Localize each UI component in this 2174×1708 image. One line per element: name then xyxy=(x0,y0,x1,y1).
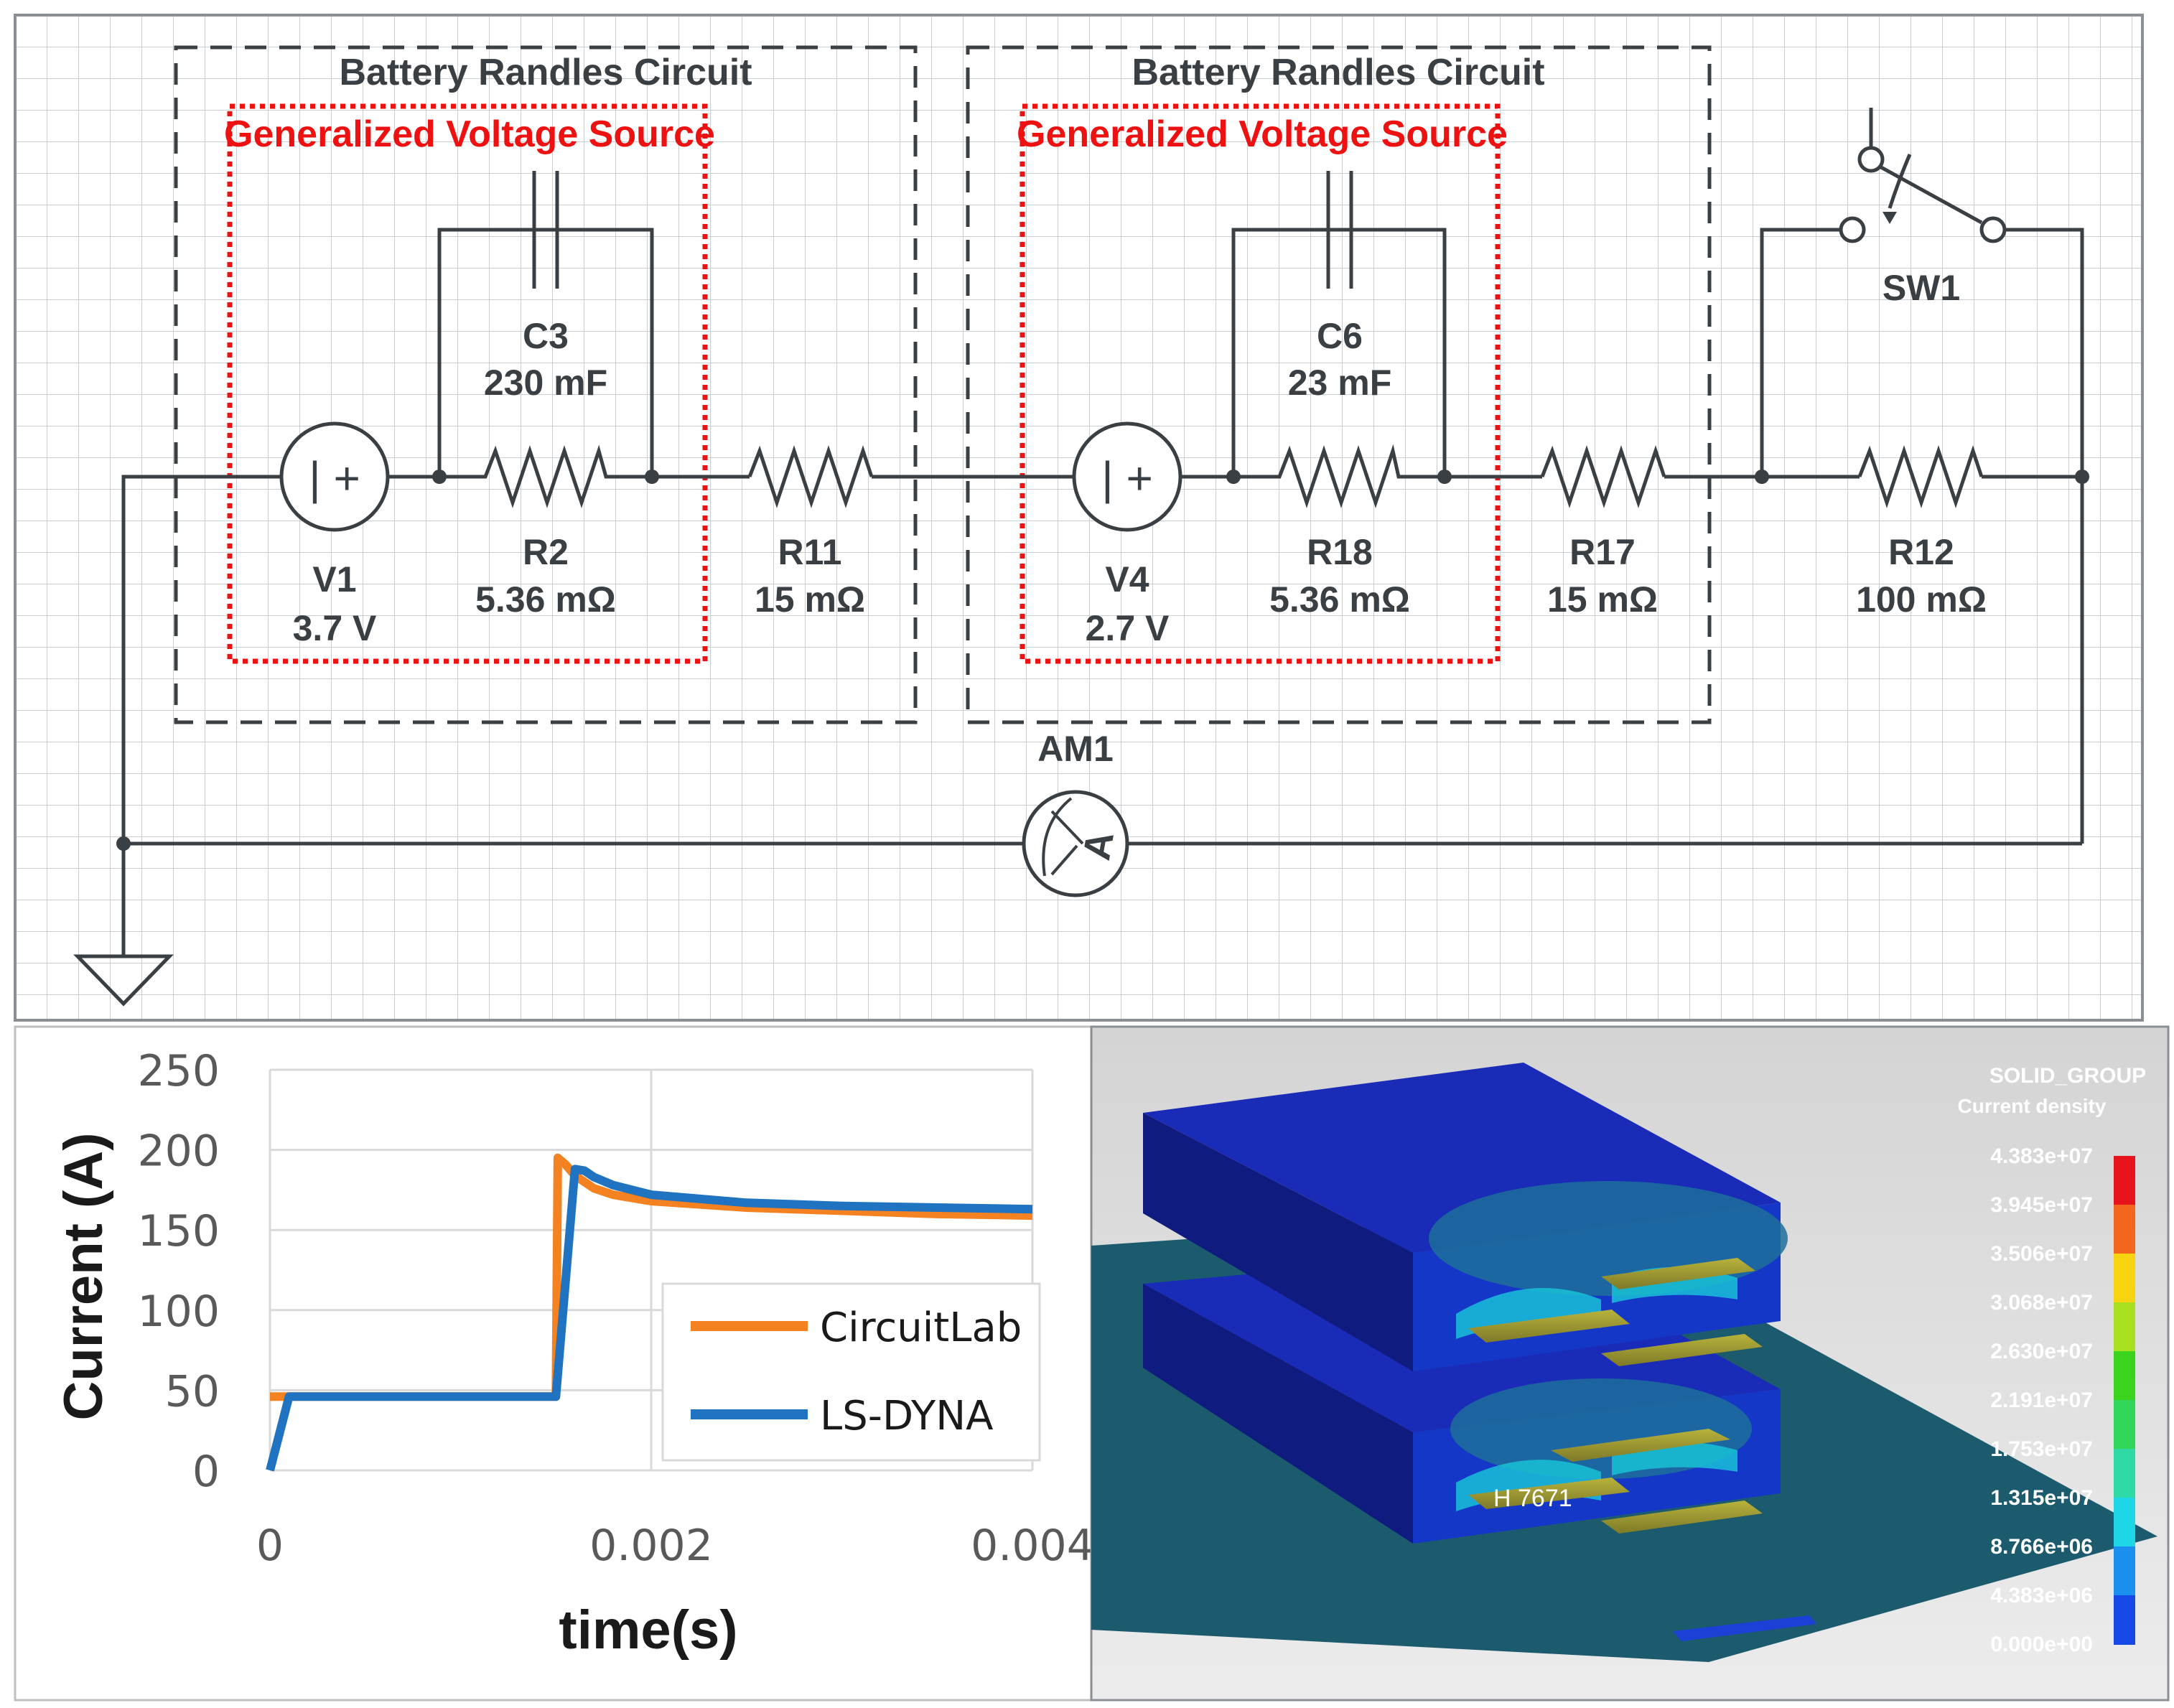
cell2-title: Battery Randles Circuit xyxy=(1132,52,1544,93)
colorbar-label-2: 3.506e+07 xyxy=(1990,1242,2093,1266)
cell2-dashed-box xyxy=(966,45,1712,724)
am1-name: AM1 xyxy=(1037,729,1114,769)
cell2-voltage-source-box xyxy=(1020,103,1501,664)
r12-name: R12 xyxy=(1888,532,1954,572)
resistor-r12 xyxy=(1857,445,1984,508)
sw1-name: SW1 xyxy=(1883,268,1960,308)
r11-name: R11 xyxy=(778,532,842,572)
c6-name: C6 xyxy=(1317,316,1363,356)
colorbar-segment-5 xyxy=(2114,1400,2135,1450)
x-tick-label-1: 0.002 xyxy=(589,1521,713,1571)
colorbar-segment-3 xyxy=(2114,1302,2135,1352)
r17-value: 15 mΩ xyxy=(1547,579,1658,620)
y-tick-label-1: 50 xyxy=(165,1366,220,1417)
y-tick-label-2: 100 xyxy=(137,1287,220,1337)
junction-dots xyxy=(116,470,2089,851)
c3-value: 230 mF xyxy=(484,363,607,403)
ground-symbol xyxy=(73,844,174,1007)
legend-label-circuitlab: CircuitLab xyxy=(820,1305,1022,1351)
cell1-source-title: Generalized Voltage Source xyxy=(224,113,715,155)
colorbar-label-4: 2.630e+07 xyxy=(1990,1340,2093,1363)
chart-legend: CircuitLab LS-DYNA xyxy=(661,1282,1041,1462)
circuit-schematic: | + | + xyxy=(14,14,2144,1022)
chart-xlabel: time(s) xyxy=(559,1600,737,1661)
colorbar-labels: 4.383e+07 3.945e+07 3.506e+07 3.068e+07 2.63… xyxy=(1990,1144,2093,1656)
r18-value: 5.36 mΩ xyxy=(1269,579,1410,620)
chart-series-lines xyxy=(266,1153,1033,1472)
simulation-render: H 7671 SOLID_GROUP Current density 4.383… xyxy=(1090,1025,2170,1702)
v4-symbol: | + xyxy=(1101,452,1153,504)
schematic-border xyxy=(14,14,2144,1022)
x-tick-label-2: 0.004 xyxy=(971,1521,1094,1571)
colorbar-group-title: SOLID_GROUP xyxy=(1989,1064,2146,1088)
r12-value: 100 mΩ xyxy=(1856,579,1987,620)
colorbar-quantity-title: Current density xyxy=(1958,1095,2107,1117)
r2-name: R2 xyxy=(523,532,569,572)
switch-sw1 xyxy=(1839,108,2007,243)
cell2-source-title: Generalized Voltage Source xyxy=(1017,113,1508,155)
chart-x-tick-labels: 0 0.002 0.004 xyxy=(256,1521,1094,1571)
r11-value: 15 mΩ xyxy=(755,579,865,620)
colorbar-segment-7 xyxy=(2114,1498,2135,1547)
voltage-source-v1: | + xyxy=(279,421,390,532)
colorbar-segment-0 xyxy=(2114,1156,2135,1205)
v4-name: V4 xyxy=(1105,559,1149,599)
cell1-title: Battery Randles Circuit xyxy=(339,52,752,93)
resistor-r2 xyxy=(439,444,652,508)
c6-value: 23 mF xyxy=(1288,363,1392,403)
colorbar-label-7: 1.315e+07 xyxy=(1990,1486,2093,1510)
colorbar-segment-1 xyxy=(2114,1205,2135,1254)
x-tick-label-0: 0 xyxy=(256,1521,284,1571)
v1-symbol: | + xyxy=(309,452,360,504)
cell1-dashed-box xyxy=(174,45,918,724)
y-tick-label-3: 150 xyxy=(137,1206,220,1256)
cable-piece xyxy=(1673,1615,1816,1641)
chart-ylabel: Current (A) xyxy=(53,1132,114,1420)
c3-name: C3 xyxy=(523,316,569,356)
cell1-voltage-source-box xyxy=(227,103,708,664)
v4-value: 2.7 V xyxy=(1086,608,1170,648)
y-tick-label-0: 0 xyxy=(192,1447,220,1497)
colorbar-label-0: 4.383e+07 xyxy=(1990,1144,2093,1168)
y-tick-label-5: 250 xyxy=(137,1046,220,1096)
legend-label-lsdyna: LS-DYNA xyxy=(820,1393,993,1439)
y-tick-label-4: 200 xyxy=(137,1126,220,1177)
series-line-circuitlab xyxy=(270,1153,1033,1401)
series-line-ls-dyna xyxy=(266,1165,1033,1472)
colorbar-segment-6 xyxy=(2114,1449,2135,1498)
chart-y-tick-labels: 0 50 100 150 200 250 xyxy=(137,1046,220,1497)
colorbar-label-3: 3.068e+07 xyxy=(1990,1291,2093,1315)
colorbar-segment-9 xyxy=(2114,1595,2135,1645)
colorbar-label-1: 3.945e+07 xyxy=(1990,1193,2093,1217)
legend-box xyxy=(661,1282,1041,1462)
resistor-r17 xyxy=(1540,445,1666,508)
colorbar-label-10: 0.000e+00 xyxy=(1990,1633,2093,1656)
chart-gridlines xyxy=(269,1068,1034,1472)
v1-name: V1 xyxy=(312,559,356,599)
r17-name: R17 xyxy=(1569,532,1636,572)
v1-value: 3.7 V xyxy=(293,608,377,648)
capacitor-c3 xyxy=(439,171,652,289)
upper-cell xyxy=(1143,1063,1788,1371)
capacitor-c6 xyxy=(1233,171,1445,289)
colorbar-segment-2 xyxy=(2114,1254,2135,1303)
colorbar-label-8: 8.766e+06 xyxy=(1990,1535,2093,1559)
colorbar-label-5: 2.191e+07 xyxy=(1990,1389,2093,1412)
colorbar-segment-8 xyxy=(2114,1546,2135,1596)
voltage-source-v4: | + xyxy=(1072,421,1182,532)
node-label: H 7671 xyxy=(1493,1485,1572,1512)
r2-value: 5.36 mΩ xyxy=(475,579,616,620)
r18-name: R18 xyxy=(1307,532,1373,572)
resistor-r11 xyxy=(747,445,874,508)
colorbar-label-9: 4.383e+06 xyxy=(1990,1584,2093,1607)
resistor-r18 xyxy=(1233,444,1445,508)
colorbar-segment-4 xyxy=(2114,1351,2135,1401)
colorbar xyxy=(2114,1156,2135,1645)
colorbar-label-6: 1.753e+07 xyxy=(1990,1437,2093,1461)
ammeter-am1: A xyxy=(1022,790,1129,897)
